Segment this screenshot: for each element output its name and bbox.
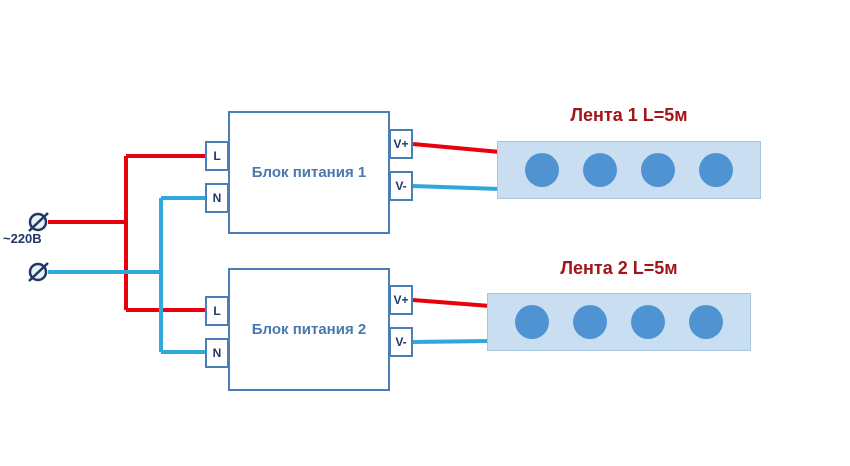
psu1-box: Блок питания 1 — [228, 111, 390, 234]
led-dot — [641, 153, 675, 187]
led-dot — [573, 305, 607, 339]
mains-neutral-terminal-icon — [28, 262, 49, 282]
led-strip-2 — [487, 293, 751, 351]
psu2-box: Блок питания 2 — [228, 268, 390, 391]
led-dot — [583, 153, 617, 187]
led-dot — [631, 305, 665, 339]
psu1-terminal-vminus: V- — [389, 171, 413, 201]
led-dot — [525, 153, 559, 187]
psu1-terminal-vplus: V+ — [389, 129, 413, 159]
psu1-vminus-wire — [412, 184, 501, 191]
mains-live-terminal-icon — [28, 212, 49, 232]
mains-voltage-label: ~220В — [3, 231, 42, 246]
psu2-terminal-N: N — [205, 338, 229, 368]
led-dot — [689, 305, 723, 339]
led-dot — [699, 153, 733, 187]
strip2-label: Лента 2 L=5м — [560, 258, 678, 278]
led-dot — [515, 305, 549, 339]
psu1-terminal-L: L — [205, 141, 229, 171]
strip1-label: Лента 1 L=5м — [570, 105, 688, 125]
psu2-terminal-vminus: V- — [389, 327, 413, 357]
psu2-vplus-wire — [412, 298, 491, 308]
psu2-terminal-L: L — [205, 296, 229, 326]
led-strip-1 — [497, 141, 761, 199]
psu1-title: Блок питания 1 — [251, 164, 367, 181]
psu2-title: Блок питания 2 — [251, 321, 367, 338]
mains-neutral-wire — [48, 196, 207, 354]
mains-live-wire — [48, 154, 207, 312]
psu1-vplus-wire — [412, 142, 501, 154]
psu2-vminus-wire — [412, 339, 491, 344]
psu2-terminal-vplus: V+ — [389, 285, 413, 315]
psu1-terminal-N: N — [205, 183, 229, 213]
